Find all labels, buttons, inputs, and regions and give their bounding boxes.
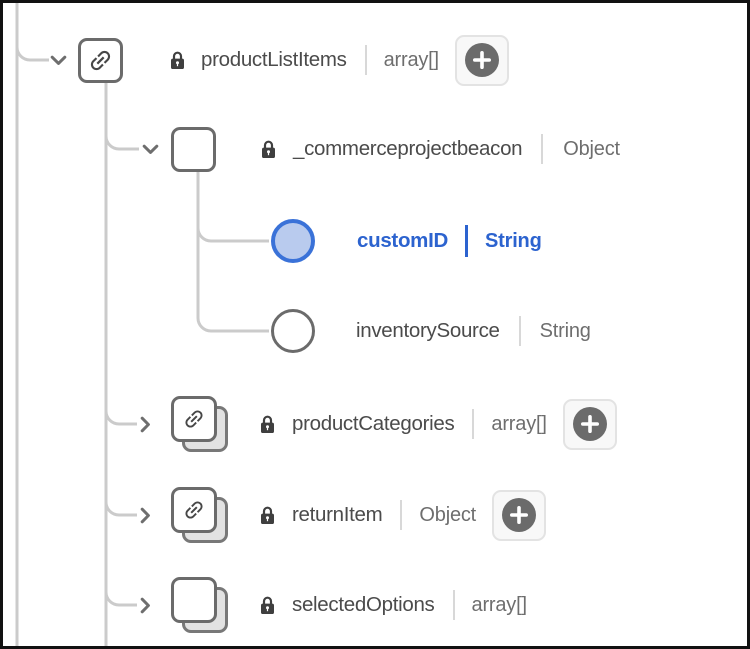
field-name[interactable]: customID [357, 229, 449, 252]
lock-icon [260, 596, 275, 615]
lock-icon [260, 415, 275, 434]
name-type-divider [364, 45, 367, 75]
field-name[interactable]: productListItems [201, 48, 347, 71]
link-array-icon[interactable] [171, 396, 228, 452]
field-name[interactable]: inventorySource [356, 319, 500, 342]
name-type-divider [465, 225, 469, 257]
tree-row-returnItem: returnItem Object [140, 487, 547, 543]
lock-icon [261, 140, 276, 159]
plus-icon [502, 498, 537, 532]
field-circle-icon[interactable] [271, 219, 315, 263]
add-field-button[interactable] [454, 34, 509, 86]
tree-row-customID: customID String [271, 213, 542, 269]
chevron-down-icon[interactable] [50, 55, 67, 66]
stack-front-card [171, 577, 217, 623]
plus-icon [572, 407, 607, 441]
plus-icon [464, 43, 499, 77]
tree-row-productCategories: productCategories array[] [140, 396, 617, 452]
name-type-divider [452, 590, 455, 620]
link-object-icon[interactable] [78, 37, 123, 83]
add-field-button[interactable] [562, 398, 617, 450]
name-type-divider [541, 134, 544, 164]
field-name[interactable]: returnItem [292, 503, 383, 526]
link-array-icon[interactable] [171, 487, 228, 543]
lock-icon [260, 506, 275, 525]
field-type: array[] [383, 48, 439, 71]
field-name[interactable]: _commerceprojectbeacon [293, 137, 523, 160]
stack-front-card [171, 396, 217, 442]
chevron-right-icon[interactable] [140, 507, 151, 524]
tree-row-commerceprojectbeacon: _commerceprojectbeacon Object [142, 121, 620, 177]
field-type: Object [563, 137, 620, 160]
field-type: String [539, 319, 591, 342]
field-type: array[] [471, 593, 527, 616]
name-type-divider [400, 500, 403, 530]
field-name[interactable]: productCategories [292, 412, 455, 435]
name-type-divider [518, 316, 521, 346]
chevron-down-icon[interactable] [142, 144, 159, 155]
name-type-divider [472, 409, 475, 439]
object-icon[interactable] [171, 126, 216, 172]
field-type: array[] [491, 412, 547, 435]
field-type: String [485, 229, 542, 252]
add-field-button[interactable] [492, 489, 547, 541]
tree-row-inventorySource: inventorySource String [271, 303, 591, 359]
stack-front-card [171, 487, 217, 533]
array-icon[interactable] [171, 577, 228, 633]
tree-row-selectedOptions: selectedOptions array[] [140, 577, 527, 633]
tree-connector-lines [15, 3, 269, 646]
chevron-right-icon[interactable] [140, 597, 151, 614]
lock-icon [170, 51, 185, 70]
field-type: Object [419, 503, 477, 526]
tree-row-productListItems: productListItems array[] [50, 32, 509, 88]
field-name[interactable]: selectedOptions [292, 593, 435, 616]
field-circle-icon[interactable] [271, 309, 315, 353]
chevron-right-icon[interactable] [140, 416, 151, 433]
